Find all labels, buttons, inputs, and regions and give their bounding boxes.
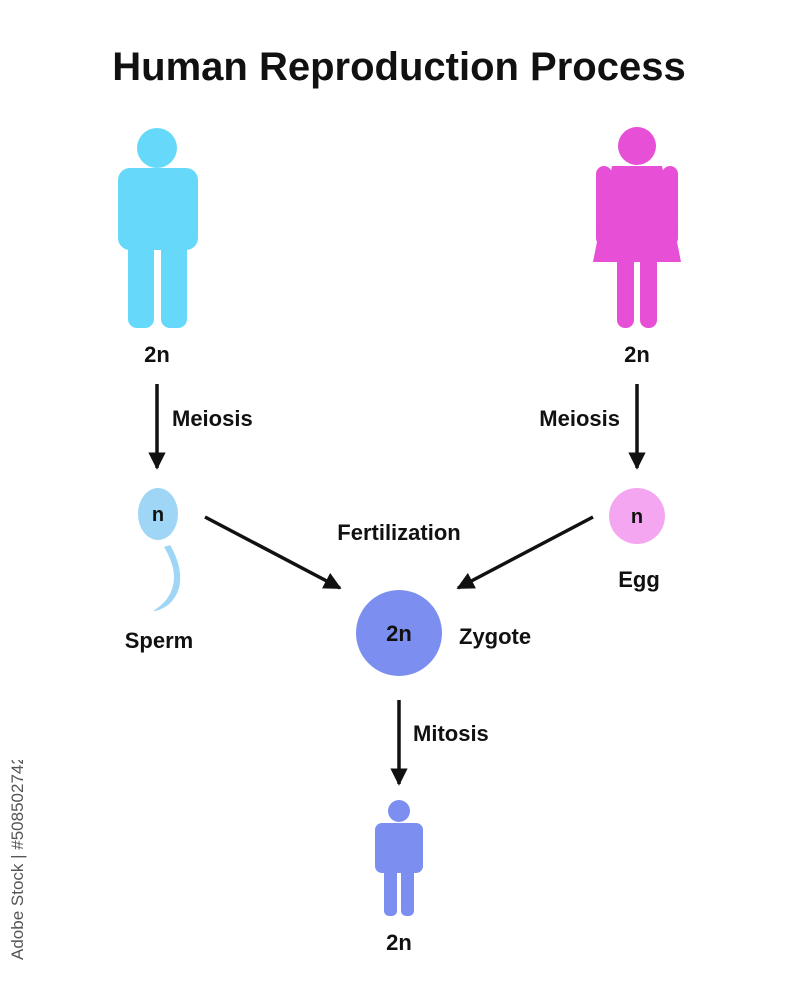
egg-to-zygote-arrow: [456, 515, 594, 590]
sperm-ploidy: n: [152, 504, 164, 526]
sperm-label: Sperm: [125, 628, 193, 653]
child-person-icon: [375, 800, 423, 916]
fertilization-label: Fertilization: [337, 520, 460, 545]
stock-watermark: Adobe Stock | #508502742: [8, 760, 27, 960]
stock-watermark-text: Adobe Stock | #508502742: [8, 760, 27, 960]
female-meiosis-label: Meiosis: [539, 406, 620, 431]
egg-cell-icon: [609, 488, 665, 544]
male-ploidy: 2n: [144, 342, 170, 367]
offspring-ploidy: 2n: [386, 930, 412, 955]
sperm-to-zygote-arrow: [204, 515, 342, 590]
male-person-icon: [118, 128, 198, 328]
zygote-label: Zygote: [459, 624, 531, 649]
zygote-ploidy: 2n: [386, 621, 412, 646]
egg-ploidy: n: [631, 506, 643, 528]
zygote-cell-icon: [356, 590, 442, 676]
sperm-cell-icon: [138, 488, 181, 612]
mitosis-label: Mitosis: [413, 721, 489, 746]
diagram-title: Human Reproduction Process: [112, 45, 685, 89]
female-person-icon: [593, 127, 681, 328]
male-meiosis-label: Meiosis: [172, 406, 253, 431]
female-ploidy: 2n: [624, 342, 650, 367]
egg-label: Egg: [618, 567, 660, 592]
